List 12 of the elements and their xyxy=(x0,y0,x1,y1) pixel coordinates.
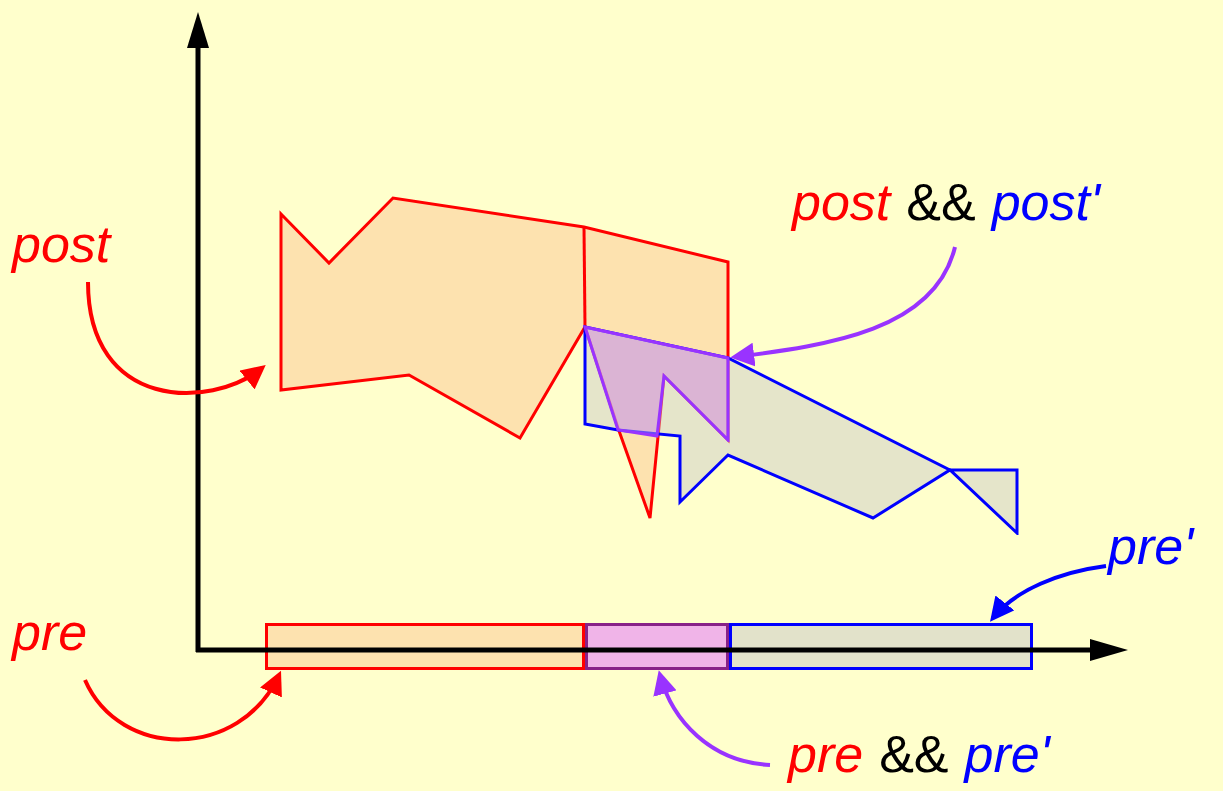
curved-arrow xyxy=(86,281,266,395)
pre-interval-bar xyxy=(265,623,585,670)
pre-prime-interval-bar xyxy=(729,623,1033,670)
operator-label: && xyxy=(906,176,976,228)
post-region xyxy=(279,196,730,520)
curved-arrow xyxy=(989,564,1107,622)
curved-arrow xyxy=(654,670,771,767)
curved-arrow xyxy=(83,670,282,742)
operator-label: && xyxy=(879,728,949,780)
curved-arrow xyxy=(730,246,957,367)
intersection-region xyxy=(583,325,730,442)
intersection-interval-bar xyxy=(585,623,729,670)
